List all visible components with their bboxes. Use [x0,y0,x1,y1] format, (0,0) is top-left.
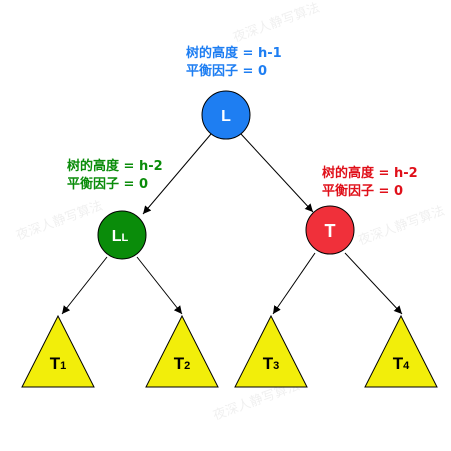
watermark-right: 夜深人静写算法 [356,204,447,249]
node-right-circle [305,205,355,255]
node-root-circle [201,90,251,140]
edge-root-left [142,133,212,215]
subtree-t4: T4 [364,314,438,388]
annotation-left: 树的高度 = h-2 平衡因子 = 0 [67,158,163,192]
edge-root-right [240,133,314,213]
annotation-root: 树的高度 = h-1 平衡因子 = 0 [186,45,282,79]
edge-right-t3 [272,252,316,315]
node-right-label: T [325,221,336,241]
node-left: LL [97,210,147,260]
subtree-t4-label: T4 [393,354,410,373]
edge-left-t2 [136,256,183,315]
annotation-right-height: 树的高度 = h-2 [322,165,418,181]
annotation-right-balance: 平衡因子 = 0 [322,183,403,199]
annotation-root-height: 树的高度 = h-1 [186,45,282,61]
edge-left-t1 [61,256,108,315]
subtree-t2: T2 [145,314,219,388]
annotation-left-height: 树的高度 = h-2 [67,158,163,174]
node-left-circle [97,210,147,260]
subtree-t3-label: T3 [263,354,280,373]
subtree-t1-triangle [21,314,95,388]
annotation-root-balance: 平衡因子 = 0 [186,63,267,79]
annotation-right: 树的高度 = h-2 平衡因子 = 0 [322,165,418,199]
node-root-label: L [221,108,231,125]
subtree-t4-triangle [364,314,438,388]
subtree-t2-label: T2 [174,354,191,373]
subtree-t1: T1 [21,314,95,388]
edge-right-t4 [344,252,403,315]
watermark-top: 夜深人静写算法 [231,1,322,46]
watermark-left: 夜深人静写算法 [14,199,105,244]
annotation-left-balance: 平衡因子 = 0 [67,176,148,192]
node-root: L [201,90,251,140]
subtree-t3: T3 [234,314,308,388]
subtree-t3-triangle [234,314,308,388]
subtree-t2-triangle [145,314,219,388]
node-left-label: LL [112,228,129,245]
edges [61,133,403,315]
subtree-t1-label: T1 [50,354,67,373]
node-right: T [305,205,355,255]
